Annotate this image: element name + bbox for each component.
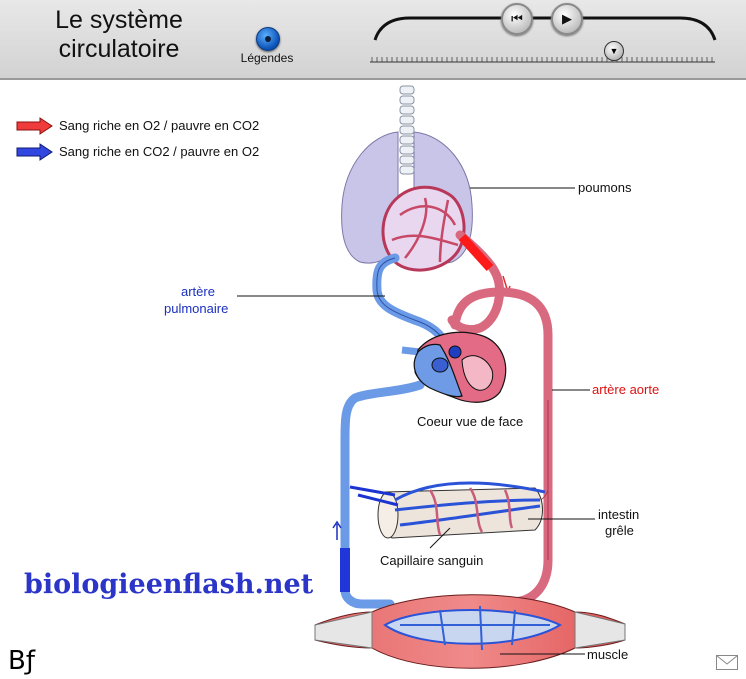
app-title: Le système circulatoire bbox=[14, 6, 224, 64]
trachea bbox=[399, 85, 415, 175]
label-poumons: poumons bbox=[578, 180, 632, 195]
legend-arrow-deoxygenated bbox=[16, 143, 53, 161]
title-line-2: circulatoire bbox=[58, 35, 180, 63]
label-intestin-line1: intestin bbox=[598, 507, 640, 522]
muscle bbox=[314, 594, 626, 669]
timeline-track[interactable] bbox=[370, 10, 720, 72]
bf-logo: Bƒ bbox=[8, 646, 35, 676]
lung-capillary-network bbox=[381, 185, 466, 272]
label-capillaire: Capillaire sanguin bbox=[380, 553, 484, 568]
flow-arrow-blue bbox=[332, 520, 342, 540]
vena-cava-vessel bbox=[340, 380, 425, 609]
title-line-1: Le système bbox=[55, 6, 183, 34]
superior-vena-cava bbox=[401, 346, 421, 356]
trachea-ring bbox=[399, 145, 415, 155]
label-artere-aorte: artère aorte bbox=[592, 382, 660, 397]
timeline-arc bbox=[373, 16, 717, 41]
pulmonary-artery-outline bbox=[376, 257, 449, 351]
trachea-ring bbox=[399, 135, 415, 145]
aorta-vessel bbox=[450, 287, 553, 609]
envelope-icon[interactable] bbox=[716, 655, 738, 670]
rewind-icon: ⏮ bbox=[511, 11, 523, 26]
legend-arrow-oxygenated bbox=[16, 117, 53, 135]
trachea-ring bbox=[399, 95, 415, 105]
rewind-button[interactable]: ⏮ bbox=[501, 3, 533, 35]
trachea-ring bbox=[399, 115, 415, 125]
play-button[interactable]: ▶ bbox=[551, 3, 583, 35]
label-coeur: Coeur vue de face bbox=[417, 414, 524, 429]
legend-toggle-label: Légendes bbox=[240, 51, 294, 65]
toolbar: Le système circulatoire Légendes ⏮ ▶ ▼ bbox=[0, 0, 746, 80]
vena-cava-highlight bbox=[340, 548, 350, 592]
legend-toggle-button[interactable] bbox=[256, 27, 280, 51]
play-icon: ▶ bbox=[562, 11, 572, 26]
trachea-ring bbox=[399, 155, 415, 165]
legend-label-deoxygenated: Sang riche en CO2 / pauvre en O2 bbox=[59, 144, 260, 159]
leader-lines bbox=[237, 187, 595, 655]
site-watermark: biologieenflash.net bbox=[24, 569, 314, 600]
timeline-ticks bbox=[371, 57, 713, 62]
pulmonary-vein-highlight bbox=[458, 233, 494, 272]
label-intestin-line2: grêle bbox=[605, 523, 634, 538]
chevron-down-icon: ▼ bbox=[609, 46, 619, 56]
label-muscle: muscle bbox=[587, 647, 629, 662]
trachea-ring bbox=[399, 125, 415, 135]
heart bbox=[413, 331, 507, 403]
timeline-scrubber[interactable]: ▼ bbox=[604, 41, 624, 61]
legend-label-oxygenated: Sang riche en O2 / pauvre en CO2 bbox=[59, 118, 260, 133]
trachea-ring bbox=[399, 85, 415, 95]
trachea-ring bbox=[399, 165, 415, 175]
circulatory-diagram bbox=[16, 85, 626, 669]
small-intestine bbox=[349, 481, 546, 539]
label-artere-pulmonaire-line1: artère bbox=[181, 284, 215, 299]
trachea-ring bbox=[399, 105, 415, 115]
label-artere-pulmonaire-line2: pulmonaire bbox=[164, 301, 229, 316]
